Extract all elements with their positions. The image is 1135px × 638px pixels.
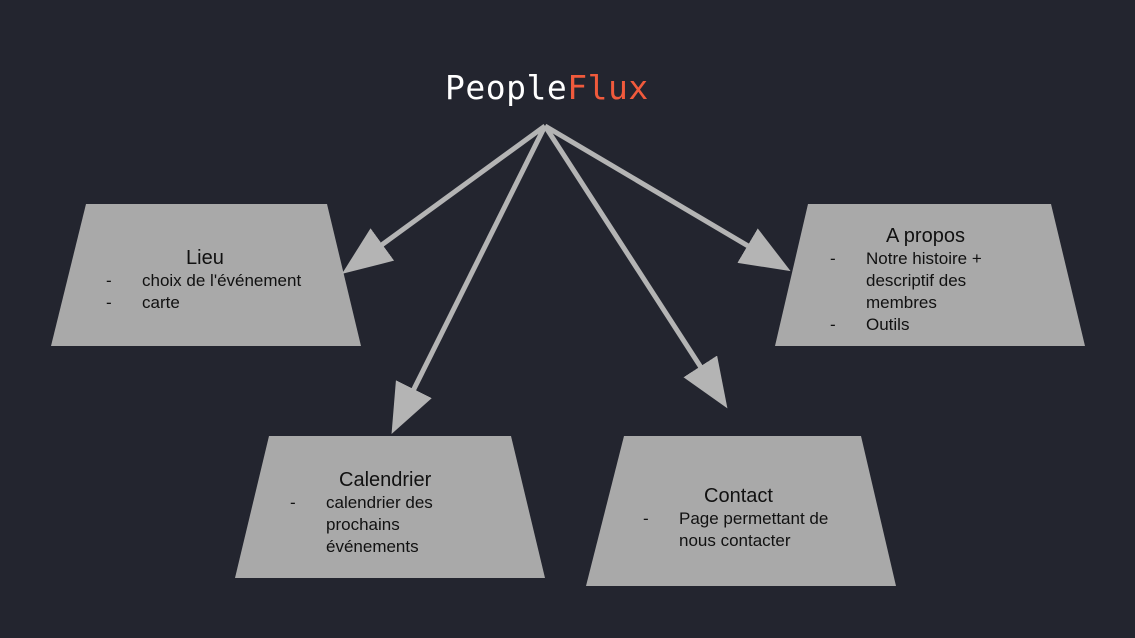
title-flux: Flux: [567, 68, 649, 107]
node-lieu-item-text: choix de l'événement: [142, 271, 302, 290]
node-calendrier-title: Calendrier: [339, 469, 432, 491]
arrow-to-lieu: [341, 123, 547, 274]
arrow-to-calendrier: [391, 124, 548, 434]
node-contact-shape: [586, 436, 896, 586]
node-apropos-shape: [775, 204, 1085, 346]
node-apropos-item: - Outils: [830, 314, 1040, 336]
title-people: People: [445, 68, 568, 107]
bullet-dash: -: [106, 293, 112, 312]
node-calendrier-item-text: calendrier des prochains événements: [326, 493, 433, 556]
node-lieu-item-text: carte: [142, 293, 180, 312]
node-contact-item: - Page permettant de nous contacter: [643, 508, 855, 552]
arrow-to-apropos: [543, 123, 791, 272]
node-lieu-shape: [51, 204, 361, 346]
node-apropos-item-text: Notre histoire + descriptif des membres: [866, 249, 982, 312]
node-contact-item-text: Page permettant de nous contacter: [679, 509, 829, 550]
node-apropos: A propos - Notre histoire + descriptif d…: [830, 224, 1040, 336]
node-lieu-item: - carte: [106, 292, 346, 314]
node-lieu: Lieu - choix de l'événement - carte: [106, 246, 346, 314]
node-contact-title: Contact: [704, 485, 773, 507]
bullet-dash: -: [290, 493, 296, 512]
arrow-to-contact: [542, 124, 728, 409]
node-lieu-item: - choix de l'événement: [106, 270, 346, 292]
node-calendrier: Calendrier - calendrier des prochains év…: [290, 468, 490, 558]
bullet-dash: -: [643, 509, 649, 528]
bullet-dash: -: [830, 249, 836, 268]
node-lieu-title: Lieu: [186, 247, 224, 269]
bullet-dash: -: [106, 271, 112, 290]
node-apropos-title: A propos: [886, 225, 965, 247]
node-apropos-item-text: Outils: [866, 315, 910, 334]
node-calendrier-item: - calendrier des prochains événements: [290, 492, 456, 558]
node-calendrier-shape: [235, 436, 545, 578]
node-contact: Contact - Page permettant de nous contac…: [643, 484, 863, 552]
node-apropos-item: - Notre histoire + descriptif des membre…: [830, 248, 1006, 314]
bullet-dash: -: [830, 315, 836, 334]
diagram-title: PeopleFlux: [445, 68, 649, 108]
